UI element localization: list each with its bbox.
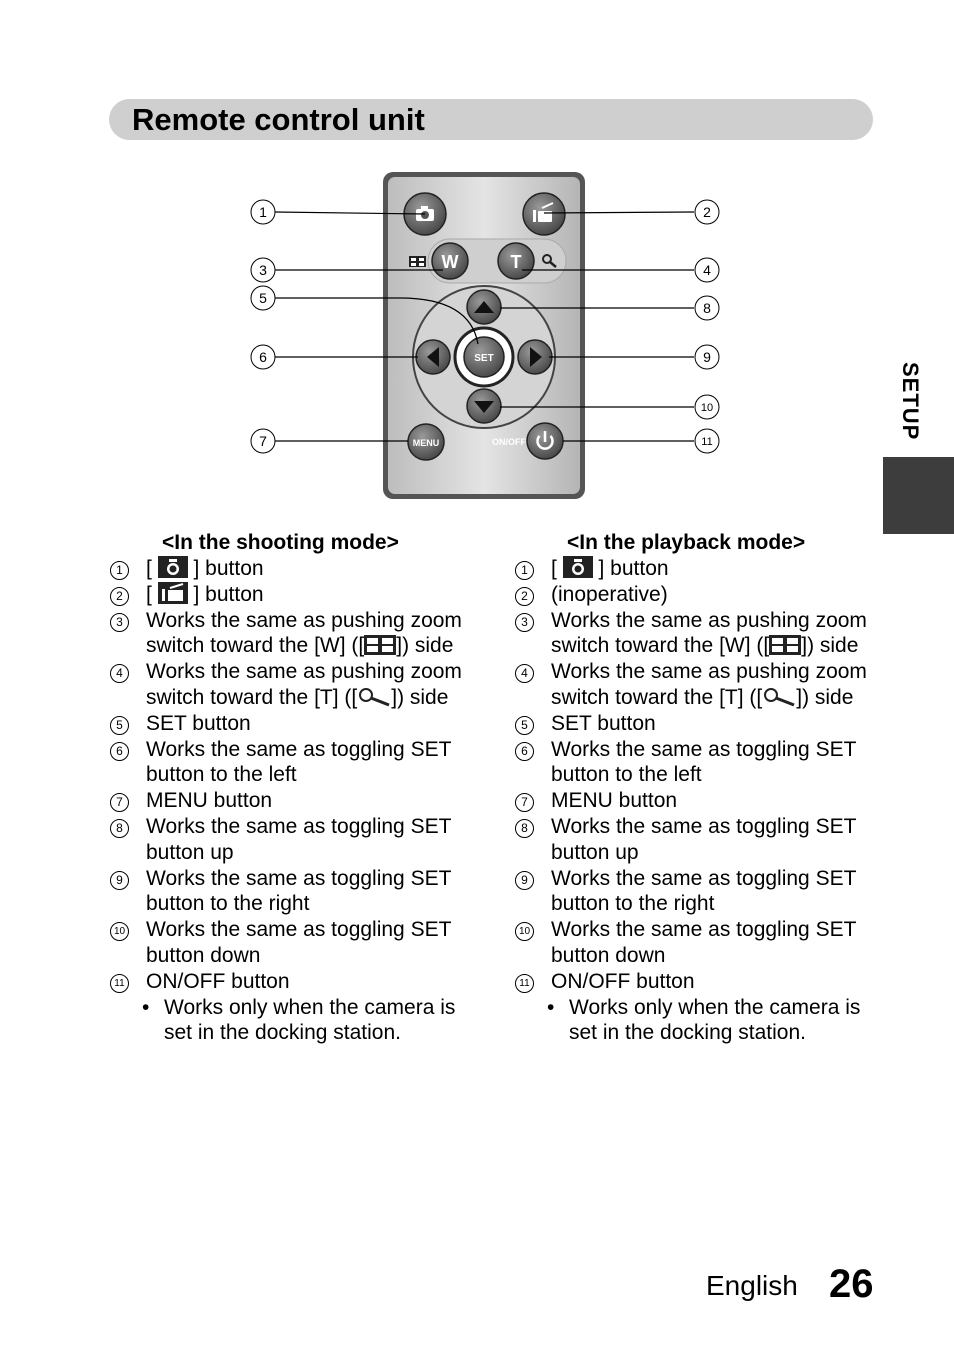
side-tab-block — [883, 457, 954, 534]
playback-mode-heading: <In the playback mode> — [567, 531, 806, 554]
svg-text:2: 2 — [703, 204, 711, 220]
leader-lines — [274, 211, 695, 442]
footer-language: English — [706, 1270, 798, 1301]
dpad-right-button — [517, 339, 553, 375]
shooting-mode-column: <In the shooting mode> 1 [ ] button 2 [ … — [110, 530, 480, 1046]
wide-icon — [409, 256, 426, 267]
camera-icon — [562, 556, 593, 578]
list-item: 4 Works the same as pushing zoom switch … — [515, 659, 885, 711]
onoff-label: ON/OFF — [492, 437, 526, 447]
svg-text:11: 11 — [701, 436, 712, 448]
callout-4: 4 — [694, 257, 720, 283]
menu-button: MENU — [407, 423, 445, 461]
svg-text:T: T — [511, 252, 522, 272]
side-tab-label: SETUP — [898, 362, 923, 441]
video-record-button — [522, 192, 566, 236]
svg-text:6: 6 — [259, 349, 267, 365]
callout-8: 8 — [694, 295, 720, 321]
camera-icon — [157, 556, 188, 578]
svg-text:5: 5 — [259, 290, 267, 306]
callout-9: 9 — [694, 344, 720, 370]
zoom-magnifier-icon — [764, 687, 795, 707]
video-icon — [157, 581, 188, 604]
callout-7: 7 — [250, 428, 276, 454]
svg-text:10: 10 — [701, 402, 713, 414]
set-button: SET — [453, 326, 515, 388]
wide-icon — [769, 635, 802, 656]
note-bullet: Works only when the camera is set in the… — [110, 995, 480, 1047]
page-title: Remote control unit — [132, 102, 425, 137]
callout-10: 10 — [694, 394, 720, 420]
list-item: 4 Works the same as pushing zoom switch … — [110, 659, 480, 711]
svg-text:MENU: MENU — [413, 438, 440, 448]
svg-text:9: 9 — [703, 349, 711, 365]
wide-icon — [364, 635, 397, 656]
list-item: 1 [ ] button — [110, 556, 480, 582]
callout-6: 6 — [250, 344, 276, 370]
zoom-tele-button: T — [497, 242, 535, 280]
list-item: 2(inoperative) — [515, 582, 885, 608]
dpad-left-button — [415, 339, 451, 375]
svg-text:8: 8 — [703, 300, 711, 316]
callout-3: 3 — [250, 257, 276, 283]
zoom-magnifier-icon — [542, 254, 557, 268]
list-item: 1 [ ] button — [515, 556, 885, 582]
callout-5: 5 — [250, 285, 276, 311]
title-bar: Remote control unit — [109, 99, 873, 140]
svg-text:4: 4 — [703, 262, 711, 278]
svg-text:3: 3 — [259, 262, 267, 278]
svg-text:1: 1 — [259, 204, 267, 220]
dpad-up-button — [466, 289, 502, 325]
dpad-down-button — [466, 388, 502, 424]
power-button — [526, 422, 564, 460]
zoom-magnifier-icon — [359, 687, 390, 707]
svg-text:7: 7 — [259, 433, 267, 449]
callout-1: 1 — [250, 199, 276, 225]
callout-2: 2 — [694, 199, 720, 225]
list-item: 2 [ ] button — [110, 581, 480, 608]
note-bullet: Works only when the camera is set in the… — [515, 995, 885, 1047]
shooting-mode-heading: <In the shooting mode> — [162, 531, 399, 554]
zoom-wide-button: W — [431, 242, 469, 280]
list-item: 3 Works the same as pushing zoom switch … — [110, 608, 480, 660]
playback-mode-column: <In the playback mode> 1 [ ] button 2(in… — [515, 530, 885, 1046]
remote-diagram: W T SET MENU — [250, 172, 720, 499]
page-number: 26 — [829, 1262, 874, 1306]
list-item: 3 Works the same as pushing zoom switch … — [515, 608, 885, 660]
svg-text:W: W — [442, 252, 459, 272]
svg-text:SET: SET — [474, 353, 493, 364]
callout-11: 11 — [694, 428, 720, 454]
